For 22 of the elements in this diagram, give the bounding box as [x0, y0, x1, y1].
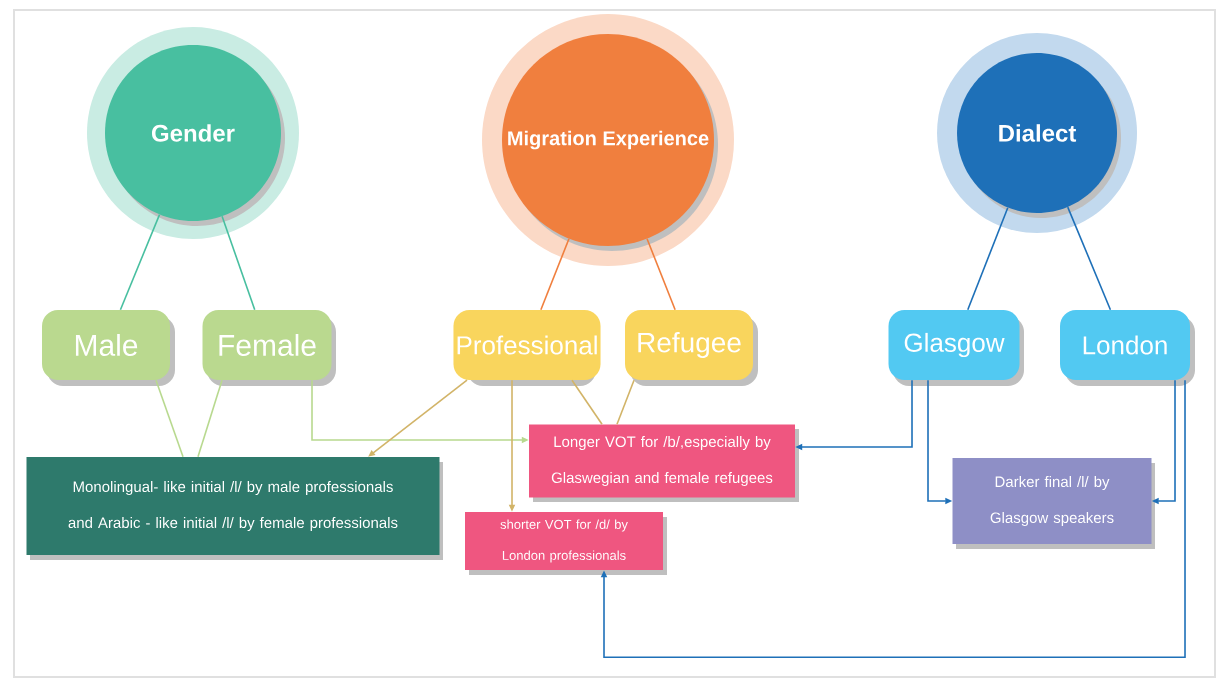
category-pill: Glasgow [888, 310, 1024, 386]
arrow [368, 379, 468, 457]
connector-line [221, 215, 256, 311]
arrow [600, 379, 1186, 658]
connector-line [967, 206, 1009, 311]
category-pill: Male [42, 310, 175, 386]
finding-box: shorter VOT for /d/ by London professionals [465, 512, 667, 575]
connector-line [571, 379, 603, 426]
connector-line [616, 379, 635, 426]
category-pill: Professional [453, 310, 601, 386]
connector-line [119, 213, 161, 311]
finding-box: Monolingual- like initial /l/ by male professionals and Arabic - like initial /l/ by female professionals [26, 457, 443, 560]
connector-line [155, 379, 184, 458]
category-pill: Female [202, 310, 336, 386]
finding-box: Darker final /l/ by Glasgow speakers [952, 458, 1155, 549]
finding-box: Longer VOT for /b/,especially by Glaswegian and female refugees [529, 424, 799, 502]
connector-line [1066, 206, 1112, 311]
connector-line [540, 237, 570, 311]
connector-line [646, 237, 676, 311]
category-pill: London [1060, 310, 1195, 386]
category-pill: Refugee [625, 310, 758, 386]
connector-line [197, 379, 223, 458]
